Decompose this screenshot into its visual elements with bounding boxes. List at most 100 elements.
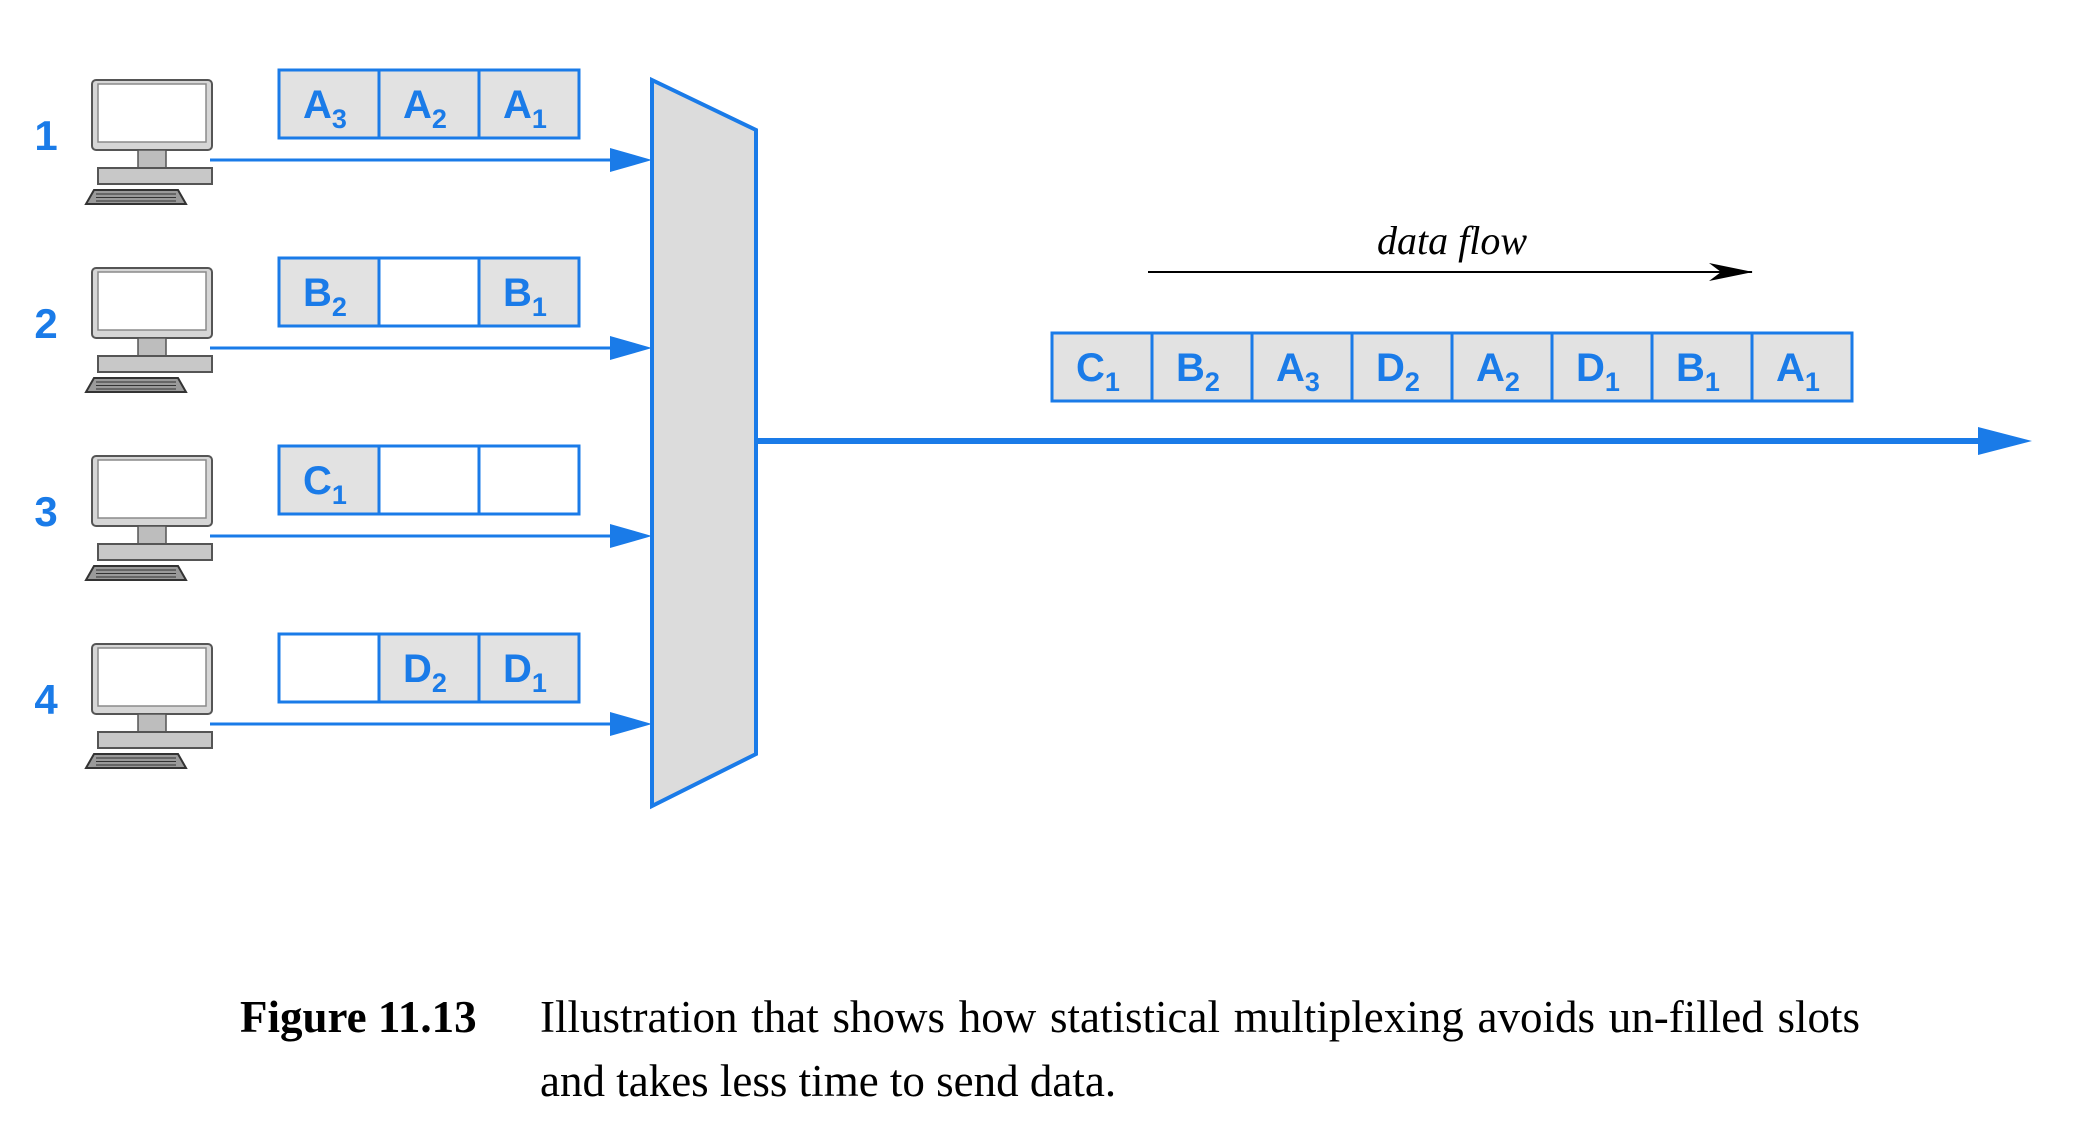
data-flow-label: data flow xyxy=(1377,218,1527,263)
slot-letter: A xyxy=(303,83,332,127)
slot-letter: C xyxy=(1076,346,1105,390)
slot-label: A3 xyxy=(1276,346,1320,397)
slot-label: D1 xyxy=(1576,346,1620,397)
slot-subscript: 1 xyxy=(532,292,547,322)
station-slot-buffer: C1 xyxy=(277,444,581,516)
slot-letter: A xyxy=(403,83,432,127)
slot-box xyxy=(1150,331,1254,403)
slot-letter: A xyxy=(1476,346,1505,390)
slot-letter: B xyxy=(1176,346,1205,390)
slot-subscript: 1 xyxy=(1105,367,1120,397)
time-slot: B1 xyxy=(477,256,581,328)
slot-letter: B xyxy=(503,271,532,315)
time-slot: B2 xyxy=(277,256,381,328)
time-slot: D2 xyxy=(377,632,481,704)
slot-box xyxy=(277,444,381,516)
station-number: 3 xyxy=(34,488,57,535)
computer-icon xyxy=(84,267,213,393)
computer-icon xyxy=(84,643,213,769)
empty-slot xyxy=(277,632,381,704)
slot-subscript: 1 xyxy=(532,668,547,698)
slot-subscript: 3 xyxy=(1305,367,1320,397)
slot-subscript: 2 xyxy=(1505,367,1520,397)
slot-box xyxy=(477,444,581,516)
time-slot: C1 xyxy=(1050,331,1154,403)
slot-label: A1 xyxy=(503,83,547,134)
time-slot: A3 xyxy=(277,68,381,140)
slot-box xyxy=(477,68,581,140)
slot-subscript: 2 xyxy=(1405,367,1420,397)
slot-subscript: 2 xyxy=(1205,367,1220,397)
slot-label: A3 xyxy=(303,83,347,134)
slot-subscript: 1 xyxy=(332,480,347,510)
slot-label: B1 xyxy=(503,271,547,322)
time-slot: A1 xyxy=(1750,331,1854,403)
empty-slot xyxy=(377,256,481,328)
input-arrowhead xyxy=(610,336,652,360)
slot-label: B2 xyxy=(303,271,347,322)
time-slot: A3 xyxy=(1250,331,1354,403)
slot-label: C1 xyxy=(303,459,347,510)
empty-slot xyxy=(377,444,481,516)
slot-letter: C xyxy=(303,459,332,503)
input-arrowhead xyxy=(610,524,652,548)
time-slot: B2 xyxy=(1150,331,1254,403)
slot-box xyxy=(377,256,481,328)
slot-letter: B xyxy=(303,271,332,315)
slot-label: B1 xyxy=(1676,346,1720,397)
station-number: 2 xyxy=(34,300,57,347)
slot-subscript: 3 xyxy=(332,104,347,134)
computer-icon xyxy=(84,79,213,205)
slot-letter: A xyxy=(1276,346,1305,390)
slot-letter: D xyxy=(1576,346,1605,390)
slot-subscript: 2 xyxy=(432,668,447,698)
station-number: 1 xyxy=(34,112,57,159)
time-slot: A2 xyxy=(1450,331,1554,403)
slot-label: B2 xyxy=(1176,346,1220,397)
time-slot: C1 xyxy=(277,444,381,516)
slot-label: C1 xyxy=(1076,346,1120,397)
slot-subscript: 1 xyxy=(1605,367,1620,397)
slot-box xyxy=(277,256,381,328)
slot-box xyxy=(1650,331,1754,403)
slot-subscript: 1 xyxy=(1805,367,1820,397)
time-slot: B1 xyxy=(1650,331,1754,403)
output-arrowhead xyxy=(1978,427,2032,455)
time-slot: D1 xyxy=(1550,331,1654,403)
slot-label: D1 xyxy=(503,647,547,698)
slot-subscript: 1 xyxy=(532,104,547,134)
time-slot: D2 xyxy=(1350,331,1454,403)
figure-label: Figure 11.13 xyxy=(240,992,477,1042)
slot-letter: D xyxy=(1376,346,1405,390)
input-arrowhead xyxy=(610,712,652,736)
slot-box xyxy=(477,632,581,704)
slot-letter: A xyxy=(1776,346,1805,390)
slot-subscript: 1 xyxy=(1705,367,1720,397)
empty-slot xyxy=(477,444,581,516)
slot-box xyxy=(1450,331,1554,403)
figure-caption: Figure 11.13 Illustration that shows how… xyxy=(240,985,1860,1113)
slot-label: D2 xyxy=(1376,346,1420,397)
time-slot: A2 xyxy=(377,68,481,140)
slot-box xyxy=(1750,331,1854,403)
slot-letter: B xyxy=(1676,346,1705,390)
slot-box xyxy=(377,632,481,704)
time-slot: D1 xyxy=(477,632,581,704)
input-arrowhead xyxy=(610,148,652,172)
slot-subscript: 2 xyxy=(432,104,447,134)
slot-box xyxy=(477,256,581,328)
slot-box xyxy=(1050,331,1154,403)
slot-box xyxy=(377,444,481,516)
slot-box xyxy=(1550,331,1654,403)
slot-letter: D xyxy=(403,647,432,691)
slot-box xyxy=(277,632,381,704)
